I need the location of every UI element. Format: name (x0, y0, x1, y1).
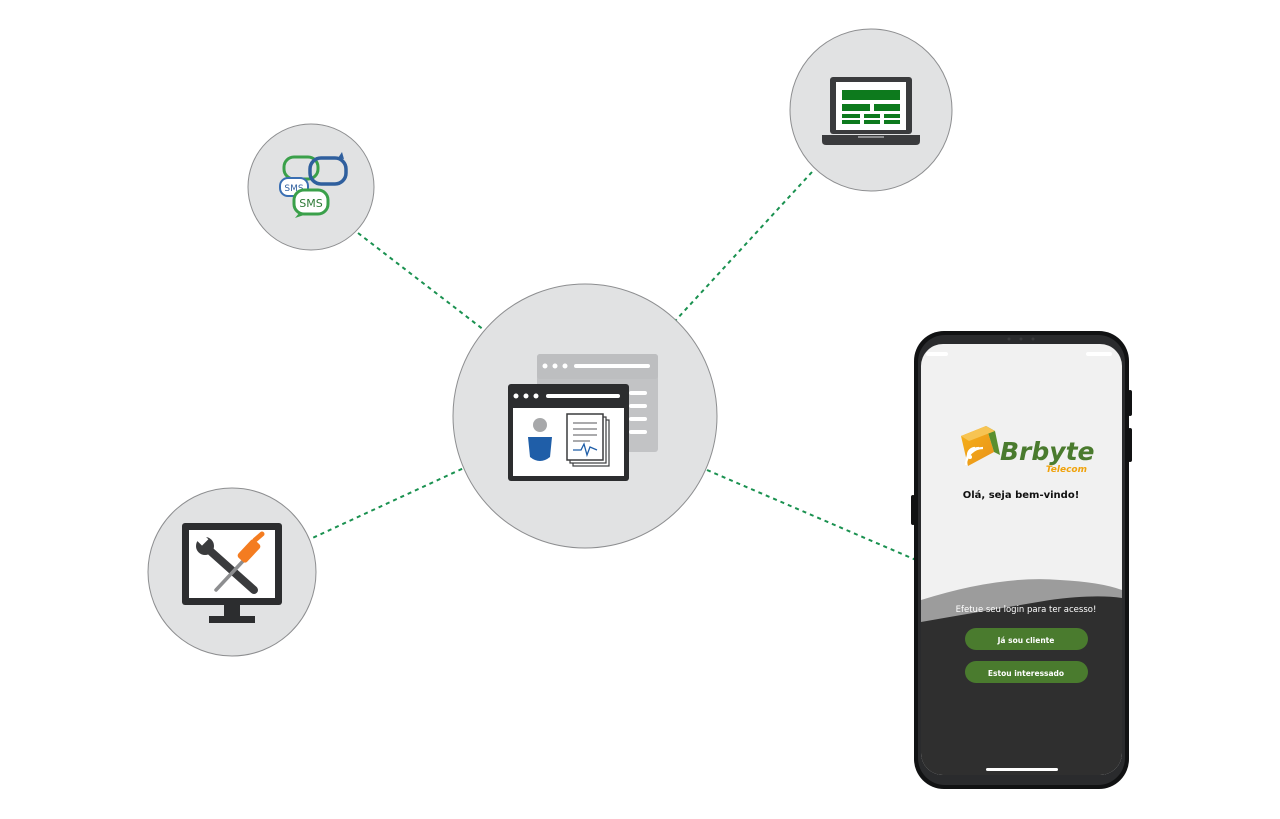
wrench-icon (196, 533, 258, 594)
user-avatar-icon (528, 418, 552, 461)
button-interested[interactable]: Estou interessado (965, 661, 1088, 683)
brand-sub: Telecom (1046, 465, 1087, 475)
platform-node (452, 283, 718, 549)
sms-chat-icon: SMS SMS (279, 152, 348, 218)
sms-bubble-text-2: SMS (299, 197, 322, 210)
phone-camera (1007, 337, 1035, 341)
screwdriver-icon (214, 531, 265, 592)
connectors (305, 171, 917, 561)
laptop-icon (822, 77, 920, 145)
status-bar (926, 352, 1112, 356)
sms-bubble-text-1: SMS (284, 184, 303, 194)
button-client-label: Já sou cliente (997, 636, 1055, 645)
brbyte-logo: Brbyte Telecom (961, 426, 1094, 475)
laptop-node (789, 28, 953, 192)
maintenance-monitor-icon (182, 523, 282, 623)
brand-name: Brbyte (1000, 437, 1094, 466)
button-interested-label: Estou interessado (988, 669, 1064, 678)
home-indicator (986, 768, 1058, 771)
document-report-icon (566, 413, 610, 467)
button-client[interactable]: Já sou cliente (965, 628, 1088, 650)
connector-tools (305, 466, 467, 542)
tools-node (147, 487, 317, 657)
sms-node: SMS SMS (247, 123, 375, 251)
welcome-text: Olá, seja bem-vindo! (963, 489, 1080, 501)
browser-window-front-icon (508, 384, 629, 481)
connector-phone (706, 469, 917, 561)
connector-laptop (675, 171, 813, 321)
phone-mockup: Brbyte Telecom Olá, seja bem-vindo! Efet… (911, 331, 1132, 789)
wifi-cube-icon (961, 426, 1000, 466)
connector-sms (357, 232, 485, 331)
screen-wave-dark (921, 596, 1122, 775)
login-prompt: Efetue seu login para ter acesso! (956, 605, 1097, 615)
